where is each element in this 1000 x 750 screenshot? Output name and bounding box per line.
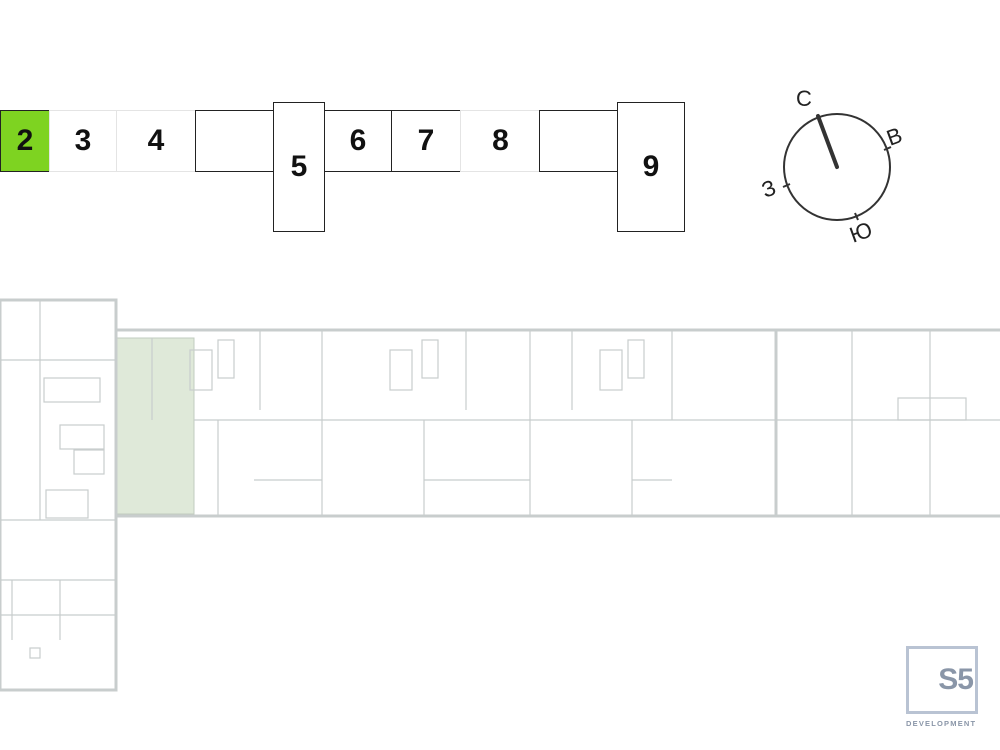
left-tower-walls — [0, 298, 118, 692]
compass-tick-west — [782, 183, 791, 188]
logo-mark: S5 — [938, 663, 974, 696]
section-8b-tab[interactable] — [539, 110, 619, 172]
section-9-tab[interactable]: 9 — [617, 102, 685, 232]
section-8-label: 8 — [492, 124, 509, 157]
compass-tick-east — [883, 146, 892, 151]
highlighted-unit[interactable] — [115, 337, 195, 515]
developer-logo: S5 — [906, 646, 978, 714]
section-6-label: 6 — [349, 124, 367, 157]
compass: С В Ю З — [758, 86, 905, 248]
section-5-label: 5 — [290, 150, 308, 183]
compass-south-label: Ю — [846, 217, 875, 248]
section-4-tab[interactable]: 4 — [116, 110, 196, 172]
section-4-label: 4 — [147, 124, 165, 157]
section-7-label: 7 — [417, 124, 435, 157]
section-8-tab[interactable]: 8 — [460, 110, 541, 172]
section-5-tab[interactable]: 5 — [273, 102, 325, 232]
main-slab-walls — [116, 328, 1000, 518]
compass-needle-icon — [816, 114, 839, 169]
section-6-tab[interactable]: 6 — [323, 110, 393, 172]
section-9-label: 9 — [642, 150, 660, 183]
section-2-label: 2 — [16, 124, 34, 157]
section-2-tab[interactable]: 2 — [0, 110, 50, 172]
compass-north-label: С — [796, 86, 812, 111]
section-3-tab[interactable]: 3 — [49, 110, 117, 172]
section-7-tab[interactable]: 7 — [391, 110, 461, 172]
logo-subtitle: DEVELOPMENT — [906, 719, 977, 728]
compass-west-label: З — [758, 175, 779, 203]
section-4b-tab[interactable] — [195, 110, 275, 172]
compass-tick-south — [854, 212, 859, 221]
section-3-label: 3 — [74, 124, 92, 157]
compass-ring — [783, 113, 891, 221]
